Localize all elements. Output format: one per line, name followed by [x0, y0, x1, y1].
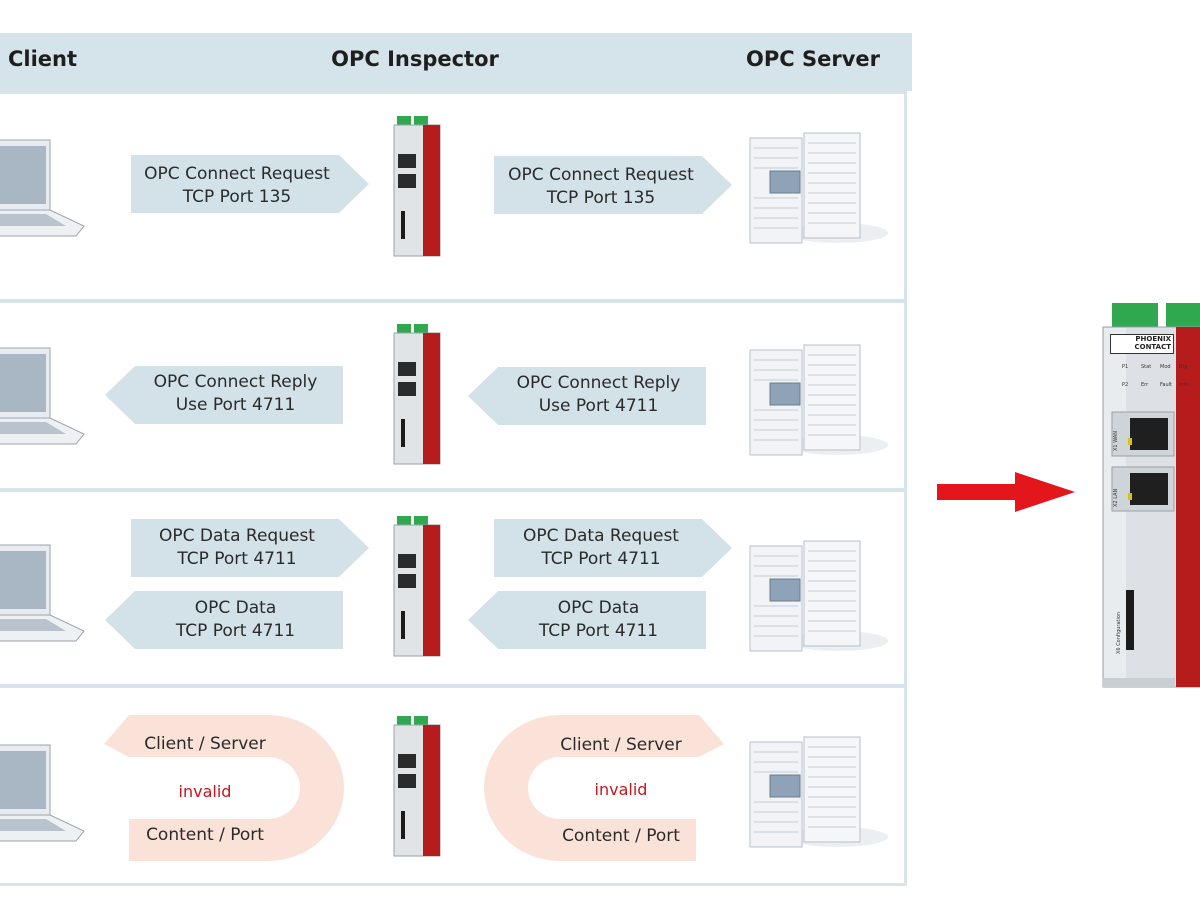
- led-labels: P1 Stat Mod Bfg P2 Err Fault Info: [1122, 364, 1200, 388]
- arrow-label-line1: OPC Connect Request: [144, 164, 330, 184]
- arrow-right-shape: [131, 155, 369, 213]
- arrow-label-line1: OPC Data Request: [159, 526, 315, 546]
- arrow-left-shape: [105, 366, 343, 424]
- diagram-header: [0, 33, 912, 91]
- arrow-left-shape: [468, 367, 706, 425]
- brand-line2: CONTACT: [1134, 343, 1171, 351]
- arrow-label-line2: TCP Port 135: [546, 188, 656, 208]
- uturn-rejection-shape: [104, 715, 344, 861]
- led-label: Mod: [1160, 364, 1171, 370]
- arrow-right-shape: [131, 519, 369, 577]
- server-rack-icon: [749, 344, 888, 456]
- uturn-bottom-label: Content / Port: [146, 825, 264, 845]
- opc-inspector-device-icon: [393, 116, 441, 257]
- uturn-top-label: Client / Server: [560, 735, 682, 755]
- device-body-shape: [1102, 303, 1200, 688]
- server-rack-icon: [749, 132, 888, 244]
- server-rack-icon: [749, 540, 888, 652]
- led-label: Info: [1179, 382, 1189, 388]
- led-label: Bfg: [1179, 364, 1188, 370]
- arrow-label-line2: TCP Port 4711: [538, 621, 659, 641]
- arrow-label-line1: OPC Data: [194, 598, 277, 618]
- invalid-label: invalid: [594, 780, 648, 799]
- opc-inspector-device-icon: [393, 716, 441, 857]
- port-x2-label: X2 LAN: [1113, 488, 1119, 507]
- led-label: Stat: [1141, 364, 1152, 370]
- led-label: Err: [1141, 382, 1149, 388]
- arrow-label-line1: OPC Data: [557, 598, 640, 618]
- uturn-bottom-label: Content / Port: [562, 826, 680, 846]
- led-label: P1: [1122, 364, 1129, 370]
- laptop-icon: [0, 544, 85, 642]
- arrow-label-line2: TCP Port 4711: [175, 621, 296, 641]
- arrow-label-line2: TCP Port 4711: [177, 549, 297, 569]
- opc-inspector-device-icon: [393, 516, 441, 657]
- laptop-icon: [0, 744, 85, 842]
- uturn-rejection-shape: [484, 715, 724, 861]
- big-red-arrow-icon: [937, 472, 1075, 512]
- config-slot-label: X6 Configuration: [1116, 611, 1122, 654]
- arrow-label-line2: TCP Port 135: [182, 187, 292, 207]
- port-x1-label: X1 WAN: [1113, 430, 1119, 451]
- arrow-label-line2: Use Port 4711: [538, 396, 659, 416]
- arrow-label-line1: OPC Connect Request: [508, 165, 694, 185]
- led-label: Fault: [1160, 382, 1172, 388]
- arrow-right-shape: [494, 156, 732, 214]
- laptop-icon: [0, 139, 85, 237]
- arrow-right-shape: [494, 519, 732, 577]
- server-rack-icon: [749, 736, 888, 848]
- brand-line1: PHOENIX: [1135, 335, 1171, 343]
- phoenix-contact-logo: PHOENIX CONTACT: [1110, 334, 1174, 354]
- invalid-label: invalid: [178, 782, 232, 801]
- led-label: P2: [1122, 382, 1129, 388]
- laptop-icon: [0, 347, 85, 445]
- arrow-label-line2: Use Port 4711: [175, 395, 296, 415]
- arrow-label-line2: TCP Port 4711: [541, 549, 661, 569]
- opc-inspector-device-icon: [393, 324, 441, 465]
- arrow-label-line1: OPC Connect Reply: [516, 373, 681, 393]
- large-opc-inspector-device: PHOENIX CONTACT P1 Stat Mod Bfg P2 Err F…: [1100, 300, 1200, 690]
- arrow-label-line1: OPC Data Request: [523, 526, 679, 546]
- arrow-left-shape: [468, 591, 706, 649]
- client-column-title: Client: [8, 47, 78, 71]
- uturn-top-label: Client / Server: [144, 734, 266, 754]
- server-column-title: OPC Server: [746, 47, 880, 71]
- inspector-column-title: OPC Inspector: [331, 47, 499, 71]
- arrow-left-shape: [105, 591, 343, 649]
- arrow-label-line1: OPC Connect Reply: [153, 372, 318, 392]
